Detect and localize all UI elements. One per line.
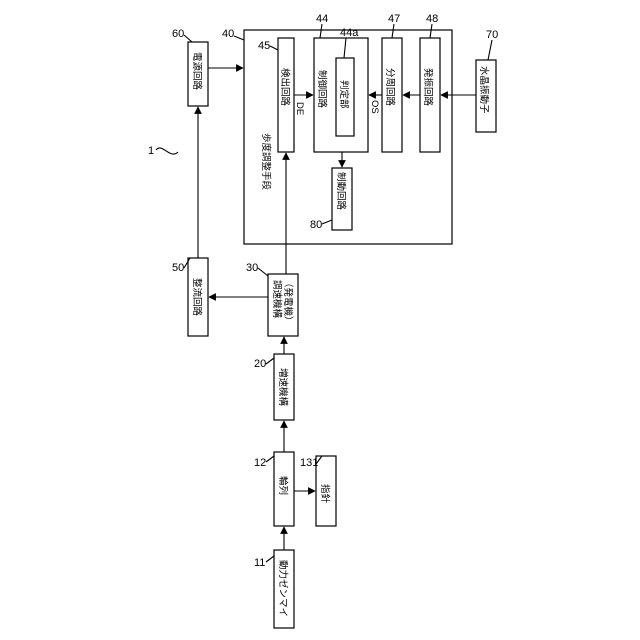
speedup-label: 増速機構 (277, 368, 289, 407)
divider-circuit-ref: 47 (388, 13, 400, 25)
divider-circuit-label: 分周回路 (384, 68, 396, 107)
crystal-oscillator-leader (488, 40, 492, 60)
figure-reference-number: 1 (148, 145, 154, 157)
power-circuit-label: 電源回路 (191, 52, 203, 91)
oscillator-circuit-ref: 48 (426, 13, 438, 25)
hand-label: 指針 (319, 484, 331, 504)
detection-circuit-label: 検出回路 (279, 68, 291, 107)
rate-adjust-label: 歩度調整手段 (260, 133, 272, 191)
mainspring-ref: 11 (254, 557, 265, 569)
brake-circuit-label: 制動回路 (335, 172, 347, 211)
power-circuit-ref: 60 (172, 28, 184, 40)
governor-label: 調速機構 (271, 280, 283, 319)
reference-pointer (156, 148, 178, 154)
brake-circuit-ref: 80 (310, 219, 322, 231)
speedup-leader (266, 358, 274, 364)
rectifier-circuit-ref: 50 (172, 262, 184, 274)
speedup-ref: 20 (254, 358, 266, 370)
judgement-unit-label: 判定部 (338, 80, 350, 109)
mainspring-leader (266, 556, 274, 562)
mainspring-label: 動力ゼンマイ (277, 560, 289, 617)
judgement-unit-ref: 44a (340, 27, 359, 39)
detection-circuit-ref: 45 (258, 40, 270, 52)
oscillator-circuit-label: 発振回路 (422, 68, 434, 107)
hand-ref: 131 (300, 457, 318, 469)
signal-de-label: DE (294, 102, 305, 115)
crystal-oscillator-ref: 70 (486, 29, 498, 41)
control-circuit-label: 制御回路 (316, 70, 328, 109)
governor-leader (258, 268, 268, 276)
wheel-train-ref: 12 (254, 457, 266, 469)
wheel-train-label: 輪列 (277, 476, 289, 495)
rate-adjust-leader (234, 36, 244, 40)
wheel-train-leader (266, 456, 274, 462)
control-circuit-ref: 44 (316, 13, 328, 25)
signal-os-label: OS (369, 100, 380, 114)
rectifier-circuit-label: 整流回路 (191, 278, 203, 317)
governor-sublabel: （発電機） (282, 278, 294, 326)
power-circuit-leader (184, 35, 192, 42)
governor-ref: 30 (246, 262, 258, 274)
rate-adjust-ref: 40 (222, 28, 234, 40)
crystal-oscillator-label: 水晶振動子 (478, 66, 490, 114)
